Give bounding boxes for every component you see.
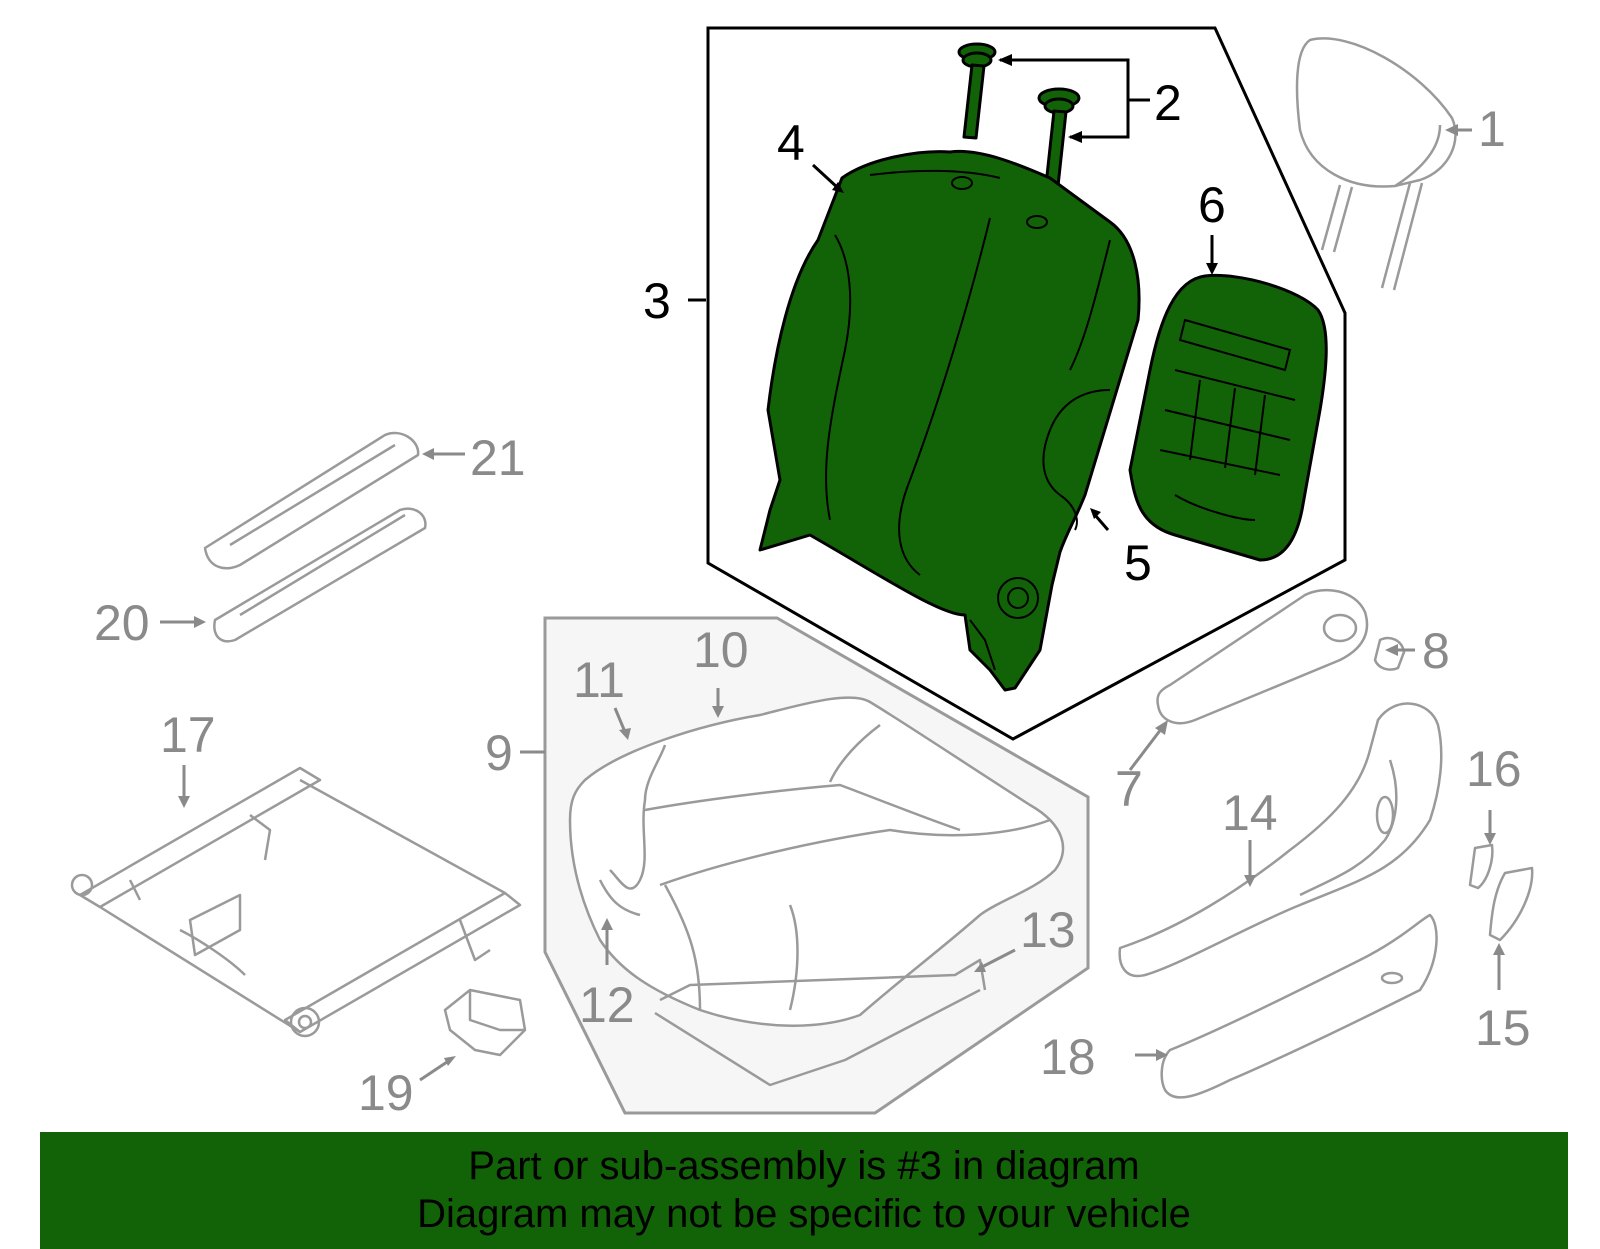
seat-cushion-part xyxy=(568,696,1065,1087)
callout-19: 19 xyxy=(358,1065,414,1121)
rail-20-part xyxy=(213,507,427,643)
bracket-part xyxy=(443,988,527,1057)
callout-17: 17 xyxy=(160,707,216,763)
callout-18: 18 xyxy=(1040,1029,1096,1085)
rail-21-part xyxy=(203,431,420,570)
seat-frame-part xyxy=(70,766,522,1038)
callout-11: 11 xyxy=(573,652,625,708)
callout-10: 10 xyxy=(693,622,749,678)
leader-lines-muted xyxy=(160,124,1505,1082)
leader-lines-active xyxy=(688,163,1218,531)
clip-15-part xyxy=(1488,866,1534,942)
callout-8: 8 xyxy=(1422,623,1450,679)
notice-line-1: Part or sub-assembly is #3 in diagram xyxy=(468,1144,1140,1188)
seatback-part xyxy=(758,149,1141,692)
callout-14: 14 xyxy=(1222,785,1278,841)
callout-1: 1 xyxy=(1478,101,1506,157)
callout-12: 12 xyxy=(579,977,635,1033)
callout-5: 5 xyxy=(1124,535,1152,591)
callout-13: 13 xyxy=(1020,902,1076,958)
callout-3: 3 xyxy=(643,273,671,329)
callout-16: 16 xyxy=(1466,741,1522,797)
armrest-part xyxy=(1156,588,1406,725)
notice-banner: Part or sub-assembly is #3 in diagram Di… xyxy=(40,1132,1568,1249)
callout-2: 2 xyxy=(1154,75,1182,131)
callout-20: 20 xyxy=(94,595,150,651)
headrest-part xyxy=(1295,37,1457,291)
lower-trim-part xyxy=(1160,913,1438,1099)
notice-line-2: Diagram may not be specific to your vehi… xyxy=(417,1192,1191,1236)
callout-6: 6 xyxy=(1198,177,1226,233)
callout-7: 7 xyxy=(1115,761,1143,817)
side-shield-part xyxy=(1118,702,1443,978)
callout-4: 4 xyxy=(777,115,805,171)
callout-15: 15 xyxy=(1475,1000,1531,1056)
callout-9: 9 xyxy=(485,725,513,781)
callout-21: 21 xyxy=(470,430,526,486)
clip-16-part xyxy=(1468,843,1494,890)
back-panel-part xyxy=(1128,273,1328,562)
